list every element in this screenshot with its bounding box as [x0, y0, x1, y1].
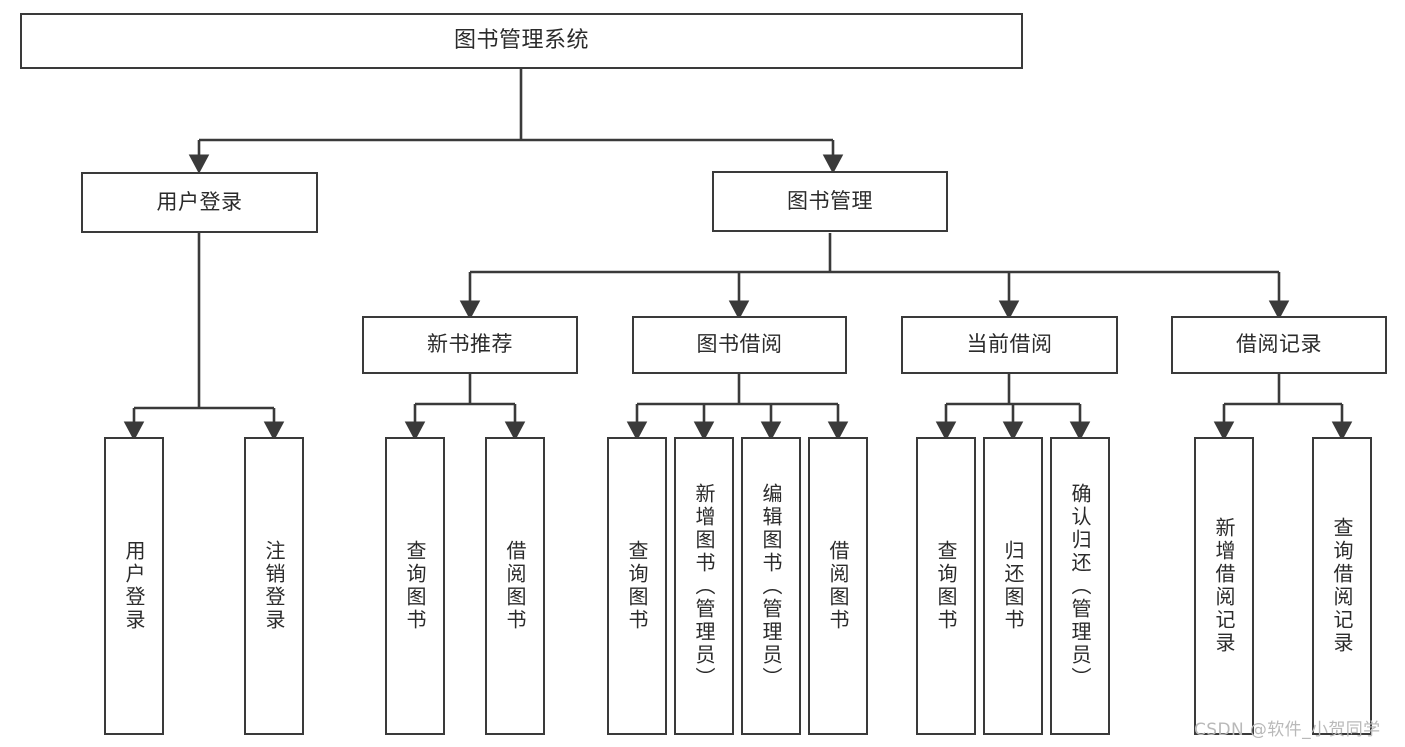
node-root-system[interactable]: 图书管理系统 [20, 13, 1023, 69]
leaf-node-label: 归还图书 [1001, 540, 1025, 632]
leaf-node[interactable]: 确认归还（管理员） [1050, 437, 1110, 735]
csdn-watermark: CSDN @软件_小贺同学 [1194, 720, 1381, 740]
leaf-node[interactable]: 查询图书 [607, 437, 667, 735]
node-new-book-recommend[interactable]: 新书推荐 [362, 316, 578, 374]
node-user-login-label: 用户登录 [156, 189, 243, 214]
leaf-node[interactable]: 注销登录 [244, 437, 304, 735]
leaf-node-label: 确认归还（管理员） [1068, 482, 1092, 690]
leaf-node[interactable]: 用户登录 [104, 437, 164, 735]
leaf-node-label: 查询图书 [625, 540, 649, 632]
leaf-node-label: 查询图书 [403, 540, 427, 632]
node-current-borrow-label: 当前借阅 [966, 332, 1053, 357]
node-borrow-record-label: 借阅记录 [1236, 332, 1322, 357]
leaf-node[interactable]: 查询图书 [916, 437, 976, 735]
leaf-node[interactable]: 编辑图书（管理员） [741, 437, 801, 735]
leaf-node[interactable]: 查询借阅记录 [1312, 437, 1372, 735]
leaf-node[interactable]: 归还图书 [983, 437, 1043, 735]
leaf-node-label: 查询借阅记录 [1330, 517, 1354, 655]
node-root-label: 图书管理系统 [453, 27, 589, 53]
leaf-node-label: 查询图书 [934, 540, 958, 632]
leaf-node[interactable]: 新增借阅记录 [1194, 437, 1254, 735]
leaf-node[interactable]: 借阅图书 [485, 437, 545, 735]
leaf-node-label: 借阅图书 [826, 540, 850, 632]
leaf-node[interactable]: 新增图书（管理员） [674, 437, 734, 735]
node-book-management-label: 图书管理 [787, 188, 873, 213]
leaf-node-label: 编辑图书（管理员） [759, 482, 783, 690]
node-borrow-record[interactable]: 借阅记录 [1171, 316, 1387, 374]
leaf-node-label: 新增图书（管理员） [692, 482, 716, 690]
leaf-node-label: 借阅图书 [503, 540, 527, 632]
node-new-book-recommend-label: 新书推荐 [427, 332, 513, 357]
leaf-node-label: 新增借阅记录 [1212, 517, 1236, 655]
leaf-node-label: 注销登录 [262, 540, 286, 632]
leaf-node-label: 用户登录 [122, 540, 146, 632]
leaf-node[interactable]: 借阅图书 [808, 437, 868, 735]
node-current-borrow[interactable]: 当前借阅 [901, 316, 1118, 374]
leaf-node[interactable]: 查询图书 [385, 437, 445, 735]
node-book-borrow[interactable]: 图书借阅 [632, 316, 847, 374]
node-book-borrow-label: 图书借阅 [696, 332, 783, 357]
node-user-login[interactable]: 用户登录 [81, 172, 318, 233]
node-book-management[interactable]: 图书管理 [712, 171, 948, 232]
